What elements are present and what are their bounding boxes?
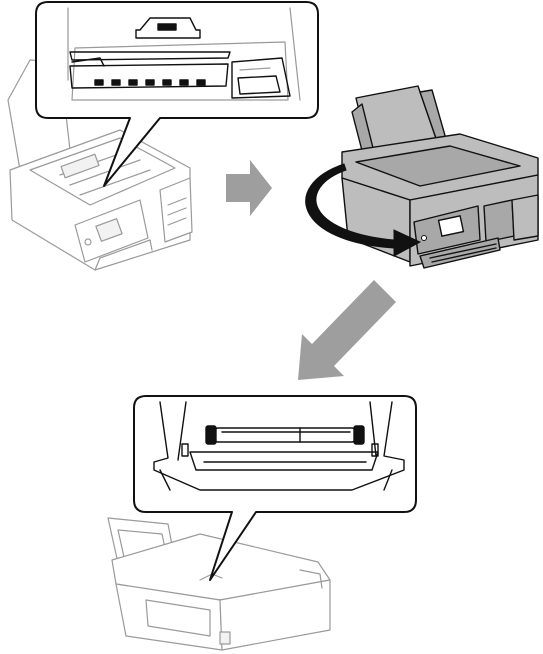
callout-1-latch-slot [157,23,177,31]
rotation-arrow [305,163,422,257]
callout-1-top-latch [135,17,201,39]
callout-3-left-clip [181,443,189,457]
control-panel-screen [95,218,123,242]
power-button-icon [84,238,92,246]
callout-1-left-hook [71,57,105,67]
rear-view-access-panel [145,599,211,637]
output-tray-lines [429,243,497,263]
ink-tank-lines [167,197,187,226]
printer-ink-tank-side [511,194,539,241]
callout-1-rail-teeth [94,79,206,86]
printer-control-screen [437,215,465,237]
flow-arrow-right [226,160,272,216]
callout-1-right-panel [237,75,281,95]
callout-1-inner-housing [71,41,289,101]
callout-3-right-clip [371,443,379,457]
step-1-open-printer [7,59,193,271]
callout-3-roller-left-end [205,425,217,445]
callout-1-bubble [35,1,319,187]
rear-view-corner-detail [299,569,323,589]
power-socket-icon [219,631,231,645]
callout-1-rail-main [69,63,229,89]
callout-1-right-edge [239,67,271,71]
printer-ink-tank [483,199,515,243]
callout-3-frame-inner [177,401,377,461]
printer-power-icon [421,235,427,241]
callout-3-frame [153,401,405,491]
callout-3-roller [213,427,357,443]
step-2-rotate-printer [305,85,539,269]
printer-open-interior [29,137,176,206]
callout-3-rear-unit [133,395,417,581]
printer-top-inset [355,145,521,187]
ink-tank-unit [159,177,193,243]
callout-1-rail-top [69,51,231,61]
front-tray [94,239,153,271]
callout-1-frame-sides [67,7,301,101]
print-head-carriage [60,153,100,179]
callout-3-roller-right-end [353,425,365,445]
callout-1-right-cover [231,57,291,99]
step-3-rear-view [107,517,331,651]
flow-arrow-down-left [298,280,396,380]
callout-3-guide-plate [189,451,379,471]
callout-1-paper-path [35,1,319,187]
callout-3-feet [159,469,393,491]
